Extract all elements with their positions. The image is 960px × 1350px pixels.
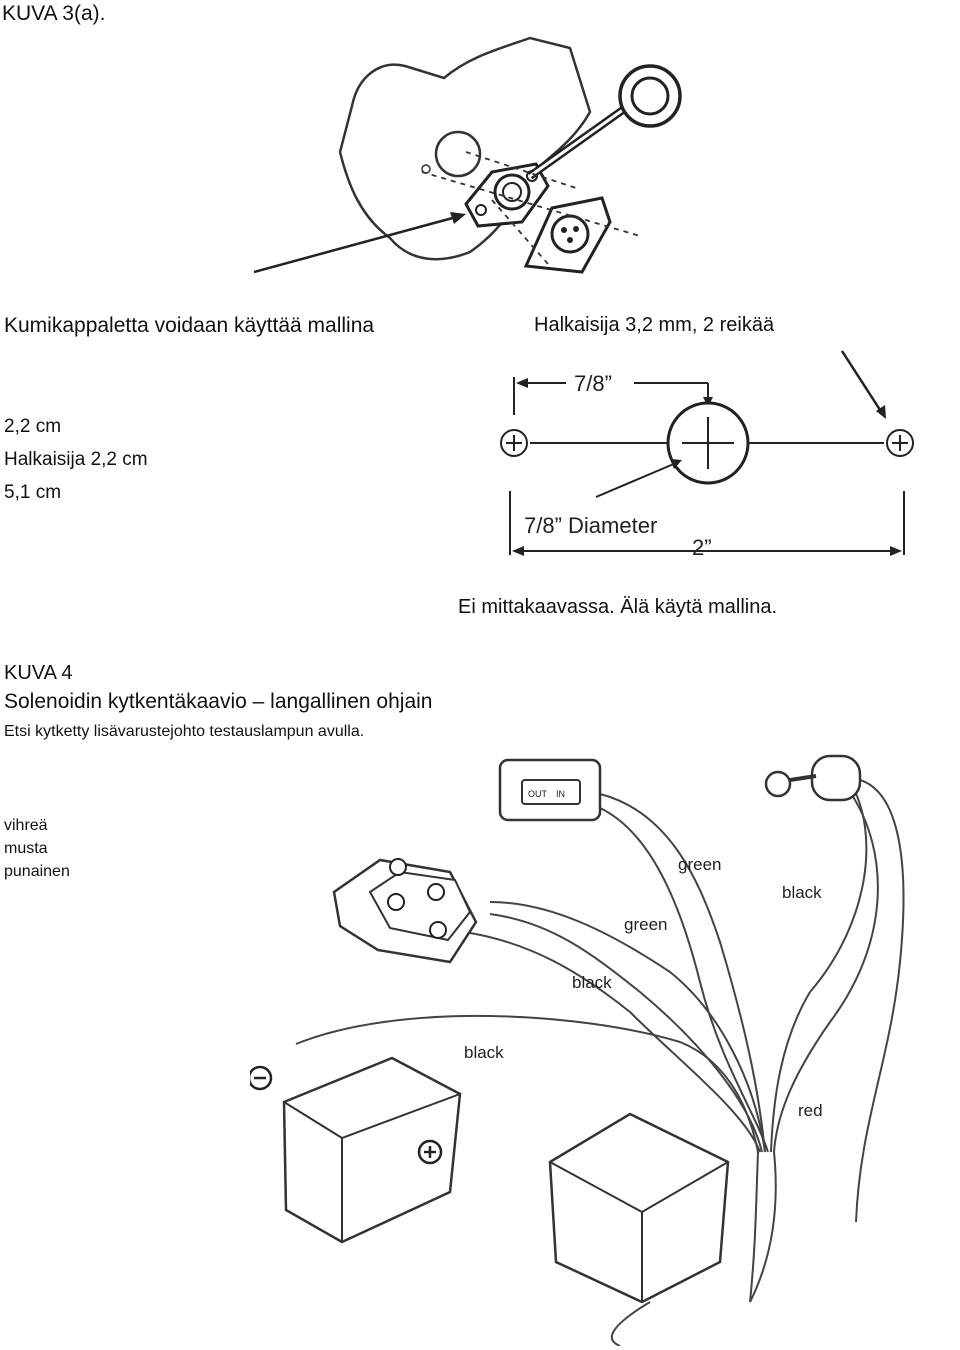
label-black-right: black xyxy=(782,883,822,902)
control-box xyxy=(548,1112,730,1304)
template-width-label: 2” xyxy=(692,535,712,560)
figure-4-note: Etsi kytketty lisävarustejohto testausla… xyxy=(4,723,365,740)
figure-4-title: KUVA 4 xyxy=(4,662,73,684)
key-switch xyxy=(764,754,862,802)
label-green-upper: green xyxy=(678,855,721,874)
wire-color-green: vihreä xyxy=(4,817,48,834)
solenoid-block xyxy=(332,858,478,964)
template-spacing-label: 7/8” xyxy=(574,371,612,396)
label-black-middle: black xyxy=(572,973,612,992)
key-icon xyxy=(764,770,792,798)
in-out-switch: OUT IN xyxy=(498,758,602,822)
dimension-spacing: 2,2 cm xyxy=(4,416,62,437)
figure-3-title: KUVA 3(a). xyxy=(2,2,106,25)
mounting-plate-illustration xyxy=(230,26,706,284)
gasket-hole xyxy=(434,130,482,178)
figure-4-subtitle: Solenoidin kytkentäkaavio – langallinen … xyxy=(4,690,433,713)
dimension-diameter: Halkaisija 2,2 cm xyxy=(4,449,148,470)
battery xyxy=(250,1056,462,1244)
figure-3-caption-left: Kumikappaletta voidaan käyttää mallina xyxy=(4,314,375,337)
label-green-lower: green xyxy=(624,915,667,934)
wire-color-list: vihreä musta punainen xyxy=(4,814,70,883)
figure-3-caption-right: Halkaisija 3,2 mm, 2 reikää xyxy=(534,314,775,336)
pointer-arrow xyxy=(253,214,461,274)
template-diameter-label: 7/8” Diameter xyxy=(524,513,657,538)
dimension-width: 5,1 cm xyxy=(4,482,62,503)
switch-in-label: IN xyxy=(556,789,565,799)
dimension-list: 2,2 cm Halkaisija 2,2 cm 5,1 cm xyxy=(4,410,148,509)
scale-note: Ei mittakaavassa. Älä käytä mallina. xyxy=(458,596,778,618)
drilling-template: 7/8” 7/8” Diameter 2” xyxy=(484,345,942,563)
label-black-battery: black xyxy=(464,1043,504,1062)
label-red: red xyxy=(798,1101,823,1120)
switch-out-label: OUT xyxy=(528,789,548,799)
wire-color-black: musta xyxy=(4,840,48,857)
wire-color-red: punainen xyxy=(4,863,70,880)
solenoid-wiring-diagram: OUT IN green green black black black red xyxy=(250,742,956,1346)
